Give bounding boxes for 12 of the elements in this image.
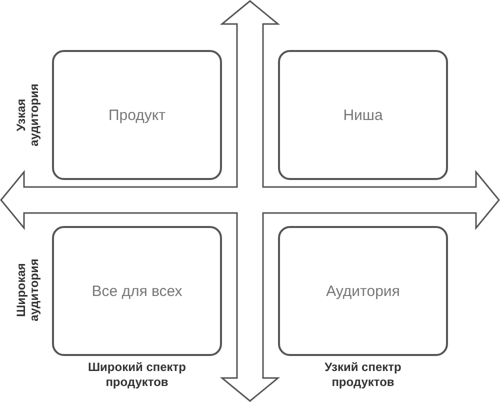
- quadrant-label: Аудитория: [326, 282, 400, 300]
- quadrant-label: Продукт: [108, 106, 166, 124]
- quadrant-box: [278, 50, 448, 180]
- quadrant-box: [52, 50, 222, 180]
- quadrant-label: Ниша: [343, 106, 383, 124]
- quadrant-box: [52, 226, 222, 356]
- quadrant-box: [278, 226, 448, 356]
- axis-label: Широкий спектр продуктов: [87, 360, 187, 390]
- axis-label: Узкая аудитория: [15, 82, 41, 148]
- axis-label: Узкий спектр продуктов: [324, 360, 402, 390]
- quadrant-label: Все для всех: [92, 282, 182, 300]
- axis-label: Широкая аудитория: [15, 258, 41, 324]
